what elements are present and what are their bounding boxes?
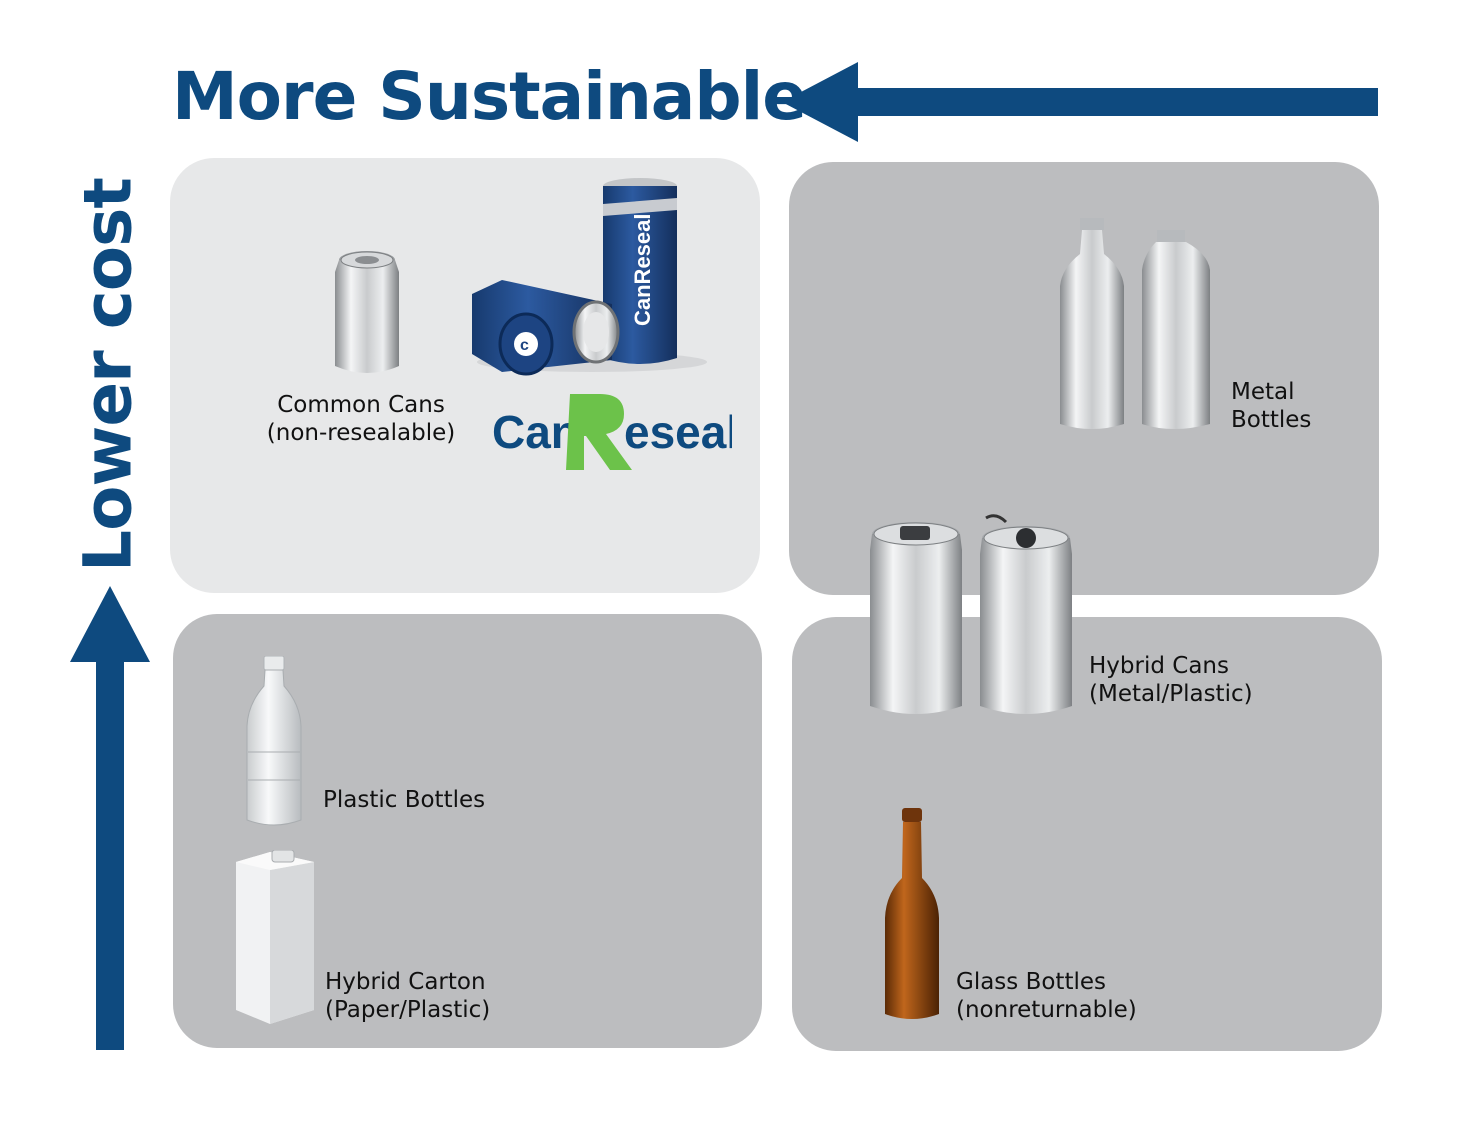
- carton-icon: [236, 850, 314, 1024]
- arrow-up-icon: [70, 586, 150, 1050]
- label-common-cans: Common Cans (non-resealable): [266, 392, 456, 446]
- plastic-bottle-icon: [246, 656, 302, 826]
- glass-bottle-icon: [885, 808, 939, 1019]
- label-hybrid-carton: Hybrid Carton (Paper/Plastic): [325, 969, 491, 1023]
- svg-text:CanReseal: CanReseal: [630, 213, 655, 326]
- arrow-left-icon: [782, 62, 1378, 142]
- axis-label-vertical: Lower cost: [69, 178, 147, 572]
- svg-text:Can: Can: [492, 406, 579, 458]
- canreseal-logo: Can eseal: [492, 388, 739, 474]
- label-glass-bottles: Glass Bottles (nonreturnable): [956, 969, 1137, 1023]
- aluminum-can-icon: [335, 251, 399, 373]
- canreseal-logo-mark: Can eseal: [492, 394, 739, 470]
- hybrid-can-icon: [870, 514, 1072, 714]
- page-title: More Sustainable: [172, 58, 807, 135]
- label-hybrid-cans: Hybrid Cans (Metal/Plastic): [1089, 653, 1253, 707]
- svg-text:c: c: [520, 337, 529, 354]
- svg-text:eseal: eseal: [624, 406, 732, 458]
- label-plastic-bottles: Plastic Bottles: [323, 787, 486, 813]
- metal-bottle-icon: [1060, 218, 1210, 429]
- label-metal-bottles: Metal Bottles: [1231, 379, 1312, 433]
- canreseal-can-icon: CanReseal c: [472, 178, 707, 376]
